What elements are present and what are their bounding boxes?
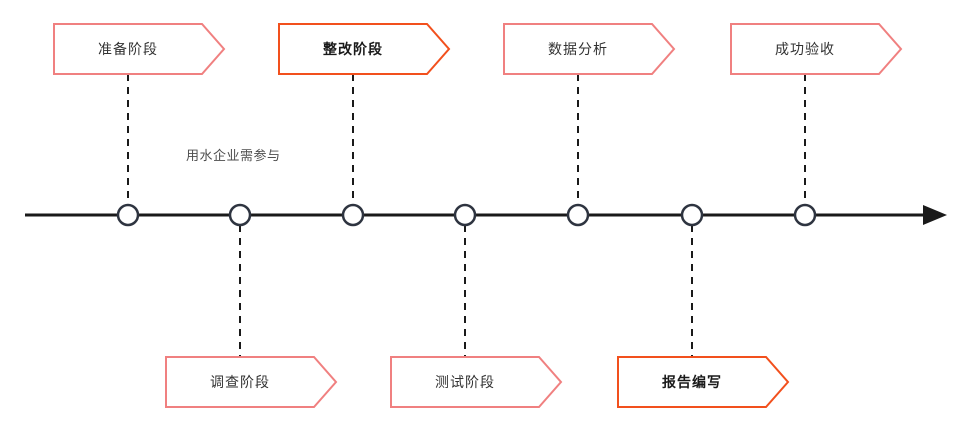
banner-shape-data-analysis[interactable] [503,23,676,75]
note-label[interactable]: 用水企业需参与 [186,148,281,163]
banner-shape-survey-stage[interactable] [165,356,338,408]
banner-shape-prepare-stage[interactable] [53,23,226,75]
timeline-node-2[interactable] [228,203,252,227]
timeline-node-5[interactable] [566,203,590,227]
timeline-node-4[interactable] [453,203,477,227]
banner-shape-rectify-stage[interactable] [278,23,451,75]
timeline-node-7[interactable] [793,203,817,227]
timeline-node-6[interactable] [680,203,704,227]
axis-arrowhead-icon [923,205,947,225]
banner-shape-acceptance[interactable] [730,23,903,75]
banner-shape-report-writing[interactable] [617,356,790,408]
timeline-node-1[interactable] [116,203,140,227]
banner-shape-test-stage[interactable] [390,356,563,408]
timeline-node-3[interactable] [341,203,365,227]
